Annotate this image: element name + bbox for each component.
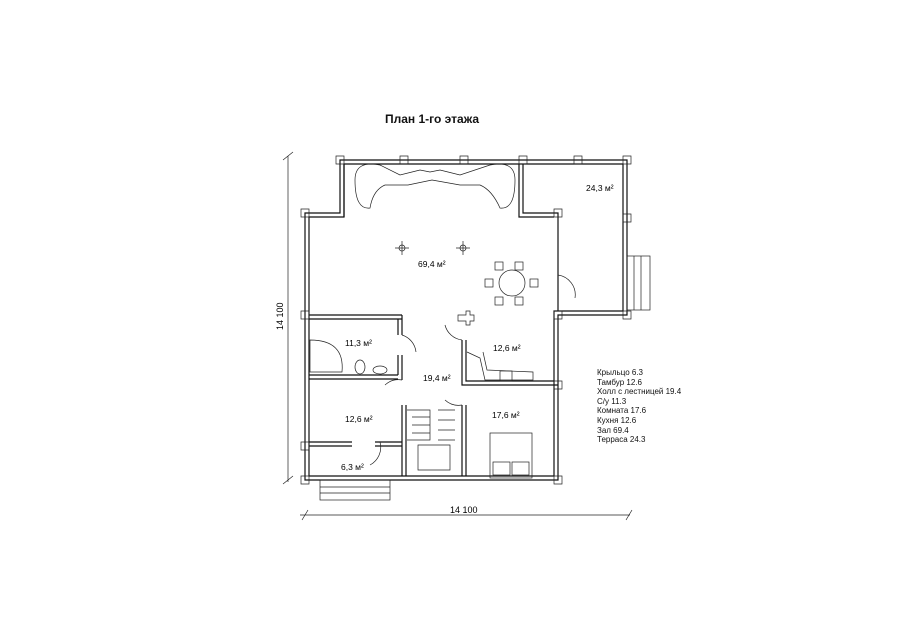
porch-steps (319, 479, 391, 501)
area-legend: Крыльцо 6.3 Тамбур 12.6 Холл с лестницей… (597, 368, 681, 445)
dimension-horizontal-label: 14 100 (450, 505, 478, 515)
kitchen-counter (466, 351, 534, 382)
interior-walls (309, 314, 558, 476)
legend-item: Терраса 24.3 (597, 435, 646, 445)
bed (489, 432, 533, 479)
dimension-vertical-label: 14 100 (275, 302, 285, 330)
room-area-porch: 6,3 м² (341, 462, 364, 472)
ceiling-lights (395, 241, 475, 326)
bathtub (309, 339, 388, 375)
dimension-vertical (282, 151, 294, 485)
terrace-stairs (626, 255, 651, 311)
room-area-kitchen: 12,6 м² (493, 343, 521, 353)
staircase (407, 409, 455, 471)
legend-item: Холл с лестницей 19.4 (597, 387, 682, 397)
legend-item: С/у 11.3 (597, 396, 627, 406)
room-area-terrace: 24,3 м² (586, 183, 614, 193)
dining-table (484, 261, 539, 306)
legend-item: Комната 17.6 (597, 406, 647, 416)
legend-item: Кухня 12.6 (597, 415, 637, 425)
legend-item: Зал 69.4 (597, 425, 629, 435)
doors (369, 274, 576, 466)
legend-item: Тамбур 12.6 (597, 377, 642, 387)
log-joints (300, 155, 632, 485)
sofa (354, 163, 516, 209)
dimension-horizontal (300, 509, 633, 521)
room-area-wc: 11,3 м² (345, 338, 372, 348)
legend-item: Крыльцо 6.3 (597, 368, 643, 377)
room-area-stair-hall: 19,4 м² (423, 373, 451, 383)
plan-title: План 1-го этажа (385, 112, 480, 126)
room-area-room: 17,6 м² (492, 410, 520, 420)
room-area-vestibule: 12,6 м² (345, 414, 373, 424)
room-area-hall: 69,4 м² (418, 259, 446, 269)
